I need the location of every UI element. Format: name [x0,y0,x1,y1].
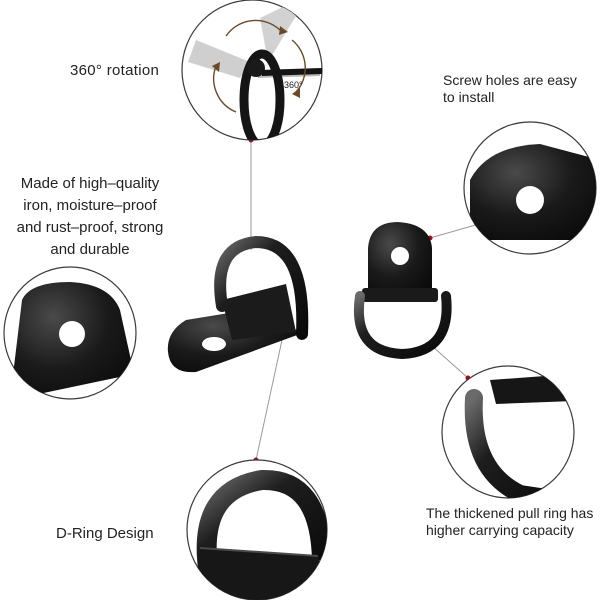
material-detail-circle [3,266,137,400]
rotation-badge: 360° [284,80,303,90]
screw-line-2: to install [443,89,495,105]
product-angled-view [167,235,309,373]
dring-design-label: D-Ring Design [56,525,154,542]
material-line-3: and rust–proof, strong [16,219,164,236]
dring-detail-circle [186,459,328,600]
rotation-detail-circle [181,0,323,141]
thick-line-2: higher carrying capacity [426,522,574,538]
thick-line-1: The thickened pull ring has [426,505,594,521]
screw-hole-detail-circle [463,121,597,255]
thickened-ring-label: The thickened pull ring has higher carry… [426,505,600,539]
material-line-2: iron, moisture–proof [23,197,157,214]
screw-holes-label: Screw holes are easy to install [443,72,600,106]
material-line-1: Made of high–quality [20,175,160,192]
product-front-view [353,222,452,360]
screw-line-1: Screw holes are easy [443,72,577,88]
rotation-arrows-icon [212,19,306,113]
rotation-label: 360° rotation [70,62,160,79]
ring-thickness-detail-circle [441,365,575,499]
material-line-4: and durable [50,241,130,258]
material-label: Made of high–quality iron, moisture–proo… [2,173,178,261]
